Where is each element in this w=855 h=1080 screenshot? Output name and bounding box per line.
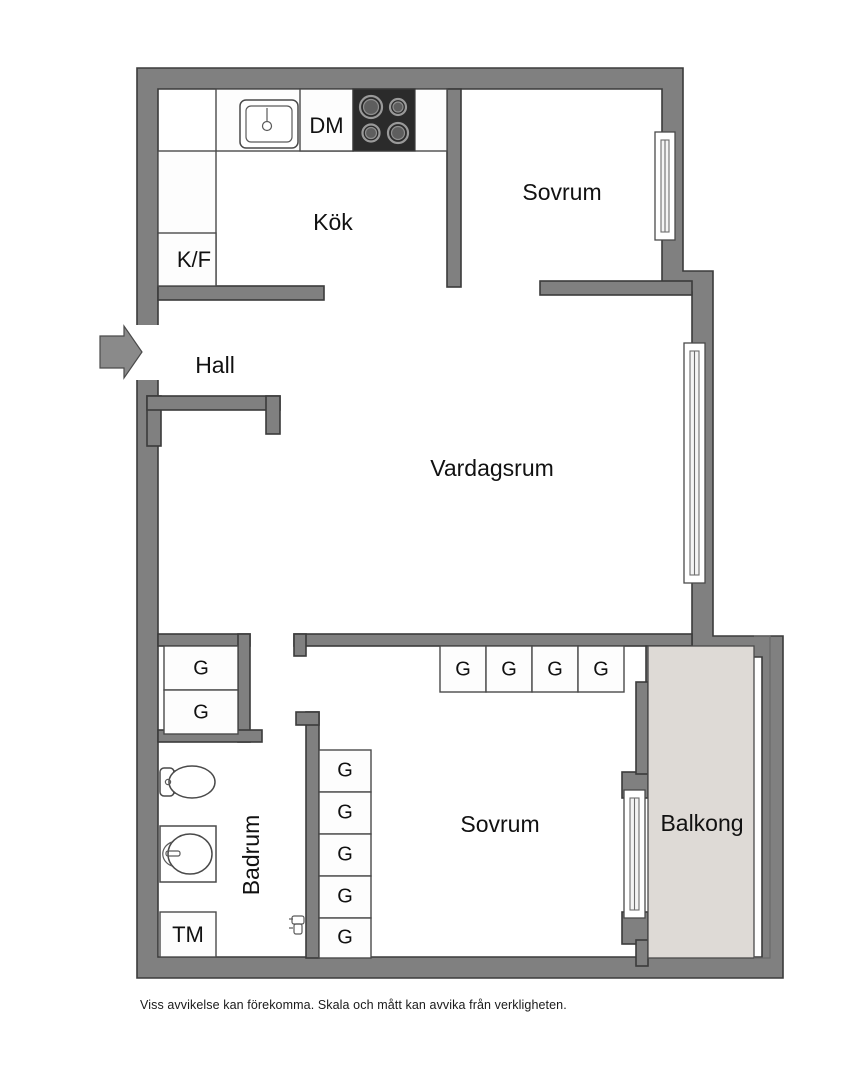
wardrobe-closet — [318, 917, 372, 959]
room-label-balkong: Balkong — [660, 810, 743, 836]
wardrobe-closet — [163, 689, 239, 735]
window-balcony-door — [623, 789, 646, 919]
wardrobe-group-livingroom: G G G G — [439, 645, 625, 693]
kitchen-sink — [239, 99, 299, 149]
wardrobe-label: G — [593, 658, 609, 680]
wardrobe-closet — [318, 791, 372, 835]
wardrobe-group-bedroom: G G G G G — [318, 749, 372, 959]
window-top-bedroom — [654, 131, 676, 241]
wall-kitchen-bedroom — [446, 88, 462, 288]
wardrobe-label: G — [547, 658, 563, 680]
wall-closet-top — [157, 633, 251, 647]
room-labels: Kök Sovrum Hall Vardagsrum Badrum Sovrum… — [195, 179, 743, 895]
room-label-badrum: Badrum — [238, 815, 264, 896]
balcony-railing — [754, 635, 771, 959]
wall-livingroom-bottom-stub — [293, 633, 307, 657]
washing-machine-label: TM — [172, 922, 204, 947]
windows — [623, 131, 706, 919]
washbasin — [159, 825, 217, 883]
kitchen-fixtures: DM K/F — [157, 88, 448, 287]
wardrobe-closet — [577, 645, 625, 693]
room-label-vardagsrum: Vardagsrum — [430, 455, 554, 481]
wall-balcony-left-upper — [635, 681, 649, 775]
disclaimer-text: Viss avvikelse kan förekomma. Skala och … — [140, 998, 567, 1012]
washing-machine: TM — [159, 911, 217, 958]
wardrobe-group-hall: G G — [163, 645, 239, 735]
radiator-valve-icon — [289, 915, 305, 935]
bathroom-fixtures: TM — [159, 765, 305, 958]
wardrobe-label: G — [501, 658, 517, 680]
wardrobe-label: G — [337, 801, 353, 823]
wardrobe-closet — [318, 833, 372, 877]
room-label-hall: Hall — [195, 352, 235, 378]
wall-kitchen-hall — [157, 285, 325, 301]
wall-bedroom-livingroom — [539, 280, 693, 296]
wall-hall-bottom — [146, 395, 281, 411]
room-label-sovrum-bottom: Sovrum — [460, 811, 539, 837]
toilet — [159, 765, 216, 799]
wall-hall-right — [265, 395, 281, 435]
wall-closet-right — [237, 633, 251, 743]
wardrobe-label: G — [337, 926, 353, 948]
wardrobe-label: G — [193, 701, 209, 723]
wardrobe-closet — [318, 749, 372, 793]
wardrobe-closet — [531, 645, 579, 693]
room-label-kok: Kök — [313, 209, 353, 235]
fridge-freezer-label: K/F — [177, 247, 211, 272]
stove-cooktop — [352, 88, 416, 152]
wall-balcony-left-lower — [635, 939, 649, 967]
fridge-freezer: K/F — [157, 232, 217, 287]
wardrobe-label: G — [455, 658, 471, 680]
wardrobe-closet — [318, 875, 372, 919]
wardrobe-label: G — [337, 885, 353, 907]
wall-bedroom-bottom-left-stub — [295, 711, 320, 726]
wall-livingroom-bottom — [293, 633, 693, 647]
balcony-floor — [647, 645, 755, 959]
dishwasher: DM — [299, 88, 354, 152]
wardrobe-closet — [439, 645, 487, 693]
wardrobe-closet — [163, 645, 239, 691]
wardrobe-label: G — [337, 843, 353, 865]
dishwasher-label: DM — [309, 113, 343, 138]
entrance-arrow — [99, 324, 143, 380]
wall-bedroom-bottom-left — [305, 711, 320, 959]
wardrobe-label: G — [193, 657, 209, 679]
window-livingroom — [683, 342, 706, 584]
wardrobe-label: G — [337, 759, 353, 781]
balcony-area — [647, 635, 771, 959]
room-label-sovrum-top: Sovrum — [522, 179, 601, 205]
